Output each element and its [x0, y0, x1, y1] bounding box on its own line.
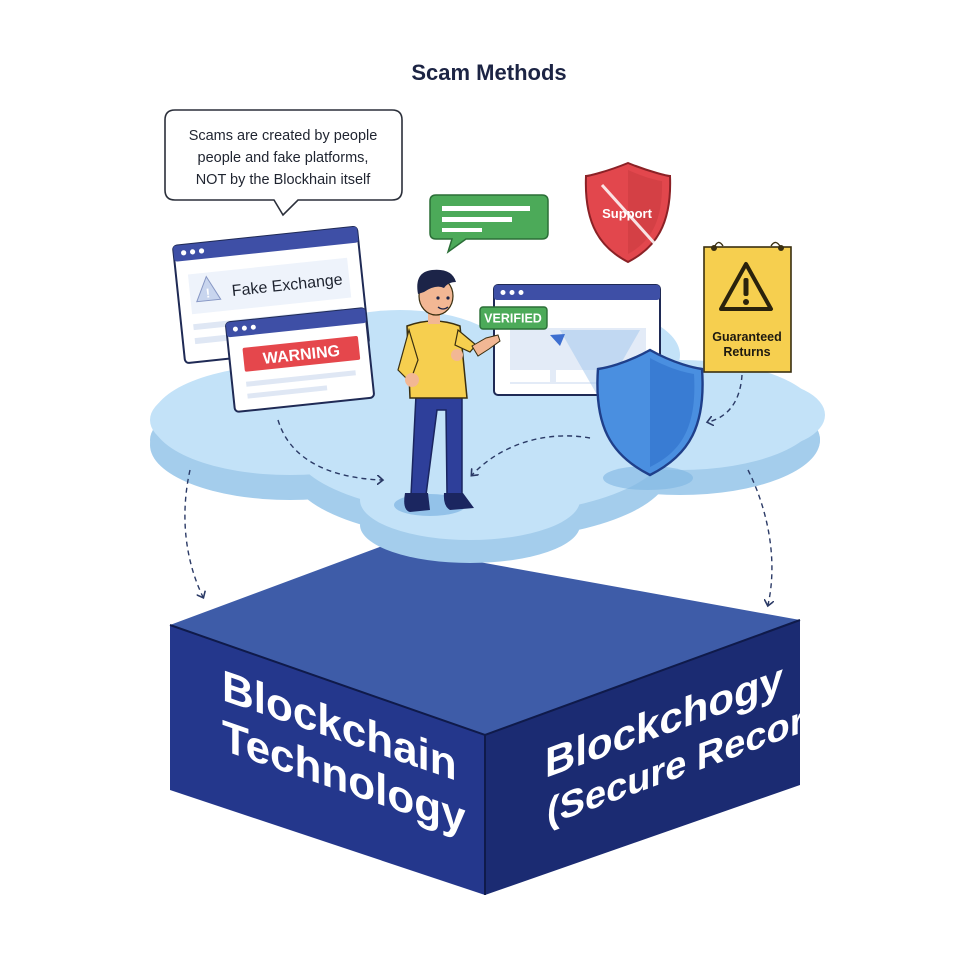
verified-label: VERIFIED [484, 312, 542, 326]
support-shield: Support [586, 163, 670, 262]
arrow-cloud-left-to-block [185, 470, 203, 597]
verified-badge: VERIFIED [480, 307, 547, 329]
callout-line2: people and fake platforms, [198, 150, 369, 166]
guaranteed-returns-sign: Guaranteed Returns [704, 242, 791, 372]
chat-bubble [430, 195, 548, 252]
blockchain-block: Blockchain Technology Blockchogy (Secure… [170, 545, 840, 895]
guaranteed-label-line1: Guaranteed [712, 330, 781, 344]
callout-bubble: Scams are created by people people and f… [165, 110, 402, 215]
arrow-cloud-right-to-block [748, 470, 772, 605]
warning-window: WARNING [226, 308, 375, 412]
callout-line3: NOT by the Blockhain itself [196, 172, 372, 188]
callout-line1: Scams are created by people [189, 128, 378, 144]
guaranteed-label-line2: Returns [723, 345, 770, 359]
diagram-title: Scam Methods [411, 60, 566, 85]
